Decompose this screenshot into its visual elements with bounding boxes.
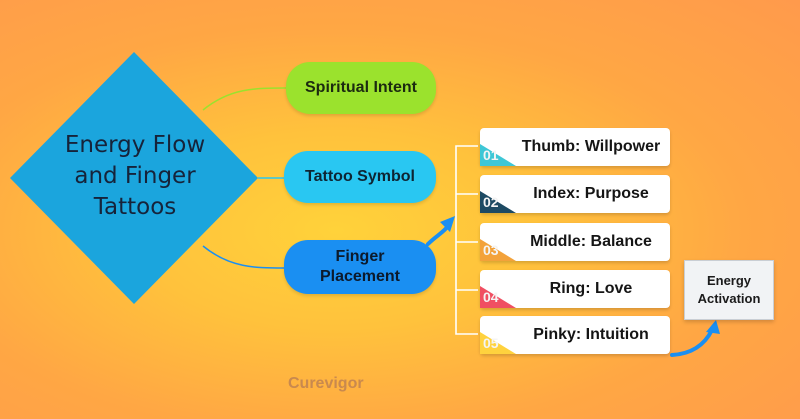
finger-label: Pinky: Intuition — [533, 326, 649, 343]
branch-finger-placement-label: Finger Placement — [319, 248, 401, 285]
finger-item-ring: 04 Ring: Love — [480, 270, 670, 308]
finger-bracket — [455, 145, 478, 335]
finger-item-index: 02 Index: Purpose — [480, 175, 670, 213]
branch-tattoo-symbol: Tattoo Symbol — [284, 151, 436, 203]
finger-number: 05 — [483, 335, 499, 351]
energy-activation-box: Energy Activation — [684, 260, 774, 320]
branch-finger-placement: Finger Placement — [284, 240, 436, 294]
finger-item-thumb: 01 Thumb: Willpower — [480, 128, 670, 166]
arrow-placement — [426, 224, 450, 246]
finger-item-pinky: 05 Pinky: Intuition — [480, 316, 670, 354]
finger-label: Middle: Balance — [530, 233, 652, 250]
finger-label: Thumb: Willpower — [521, 138, 661, 155]
central-topic: Energy Flow and Finger Tattoos — [64, 132, 206, 220]
arrow-activation-head — [706, 320, 720, 334]
finger-label: Index: Purpose — [533, 185, 649, 202]
connector-placement — [202, 245, 285, 269]
energy-activation-label: Energy Activation — [697, 273, 761, 306]
branch-spiritual-intent: Spiritual Intent — [286, 62, 436, 114]
finger-number: 01 — [483, 147, 499, 163]
connector-spiritual — [202, 87, 287, 111]
finger-number: 04 — [483, 289, 499, 305]
finger-label: Ring: Love — [549, 280, 633, 297]
finger-number: 02 — [483, 194, 499, 210]
arrow-activation — [670, 328, 714, 357]
finger-item-middle: 03 Middle: Balance — [480, 223, 670, 261]
watermark-text: Curevigor — [288, 375, 364, 392]
finger-number: 03 — [483, 242, 499, 258]
arrow-placement-head — [440, 216, 455, 232]
